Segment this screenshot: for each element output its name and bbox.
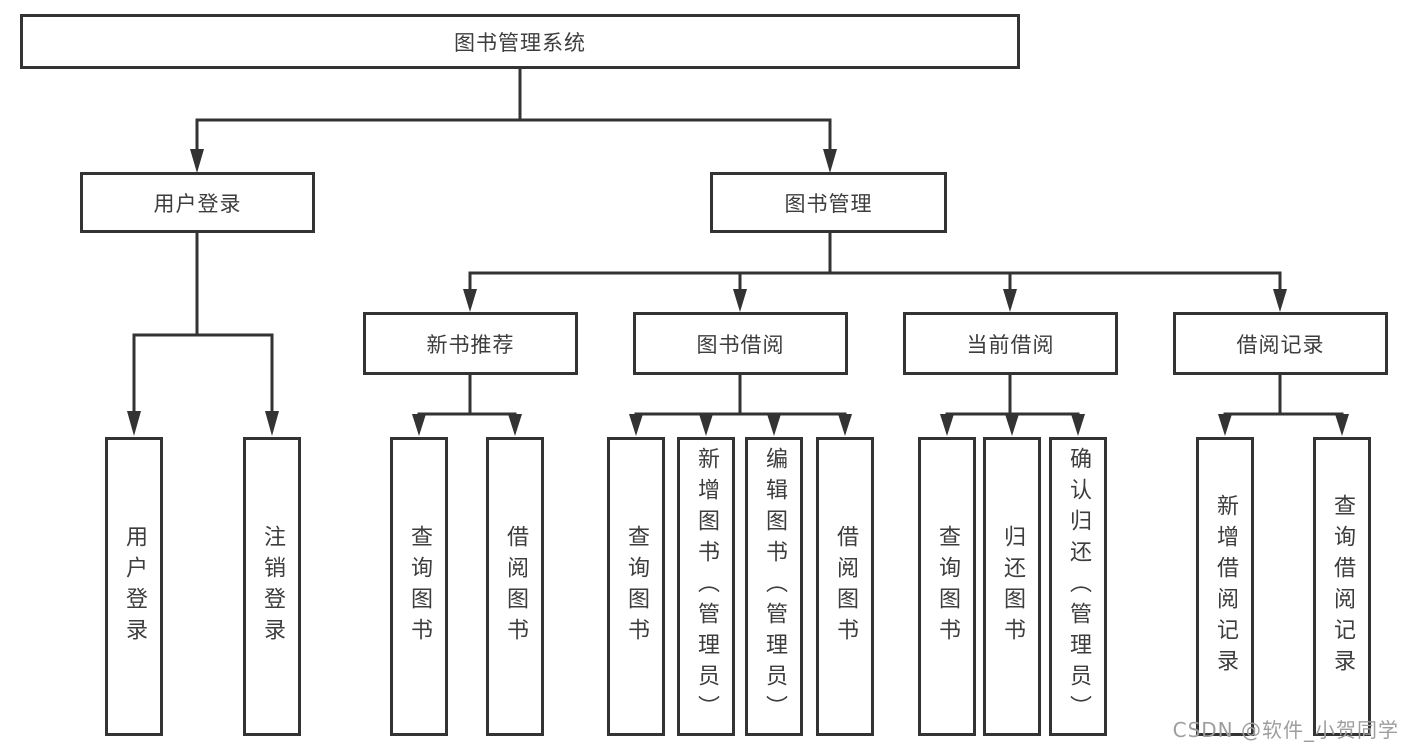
arrowhead-icon xyxy=(412,414,426,436)
arrowhead-icon xyxy=(699,414,713,436)
node-user-login: 用户登录 xyxy=(80,172,315,233)
leaf-add-borrow-record: 新增借阅记录 xyxy=(1196,437,1254,736)
arrowhead-icon xyxy=(733,289,747,312)
arrowhead-icon xyxy=(265,411,279,436)
arrowhead-icon xyxy=(508,414,522,436)
node-label: 新书推荐 xyxy=(426,332,515,357)
node-book-management: 图书管理 xyxy=(710,172,947,233)
arrowhead-icon xyxy=(940,414,954,436)
leaf-borrow-books: 借阅图书 xyxy=(816,437,874,736)
node-label: 图书管理 xyxy=(784,191,873,216)
leaf-borrow-books-recommend: 借阅图书 xyxy=(486,437,544,736)
leaf-confirm-return-admin: 确认归还（管理员） xyxy=(1049,437,1107,736)
leaf-label: 查询借阅记录 xyxy=(1330,493,1355,680)
connector-user-login-split xyxy=(132,231,274,414)
arrowhead-icon xyxy=(1335,414,1349,436)
arrowhead-icon xyxy=(767,414,781,436)
leaf-label: 确认归还（管理员） xyxy=(1066,447,1091,726)
node-new-book-recommendation: 新书推荐 xyxy=(363,312,578,375)
leaf-label: 新增借阅记录 xyxy=(1213,493,1238,680)
arrowhead-icon xyxy=(127,411,141,436)
leaf-label: 用户登录 xyxy=(122,524,147,649)
leaf-label: 编辑图书（管理员） xyxy=(762,447,787,726)
leaf-edit-book-admin: 编辑图书（管理员） xyxy=(745,437,803,736)
leaf-add-book-admin: 新增图书（管理员） xyxy=(677,437,735,736)
leaf-query-books-current: 查询图书 xyxy=(918,437,976,736)
connector-book-mgmt-split xyxy=(468,231,1282,292)
leaf-label: 新增图书（管理员） xyxy=(694,447,719,726)
node-borrowing-records: 借阅记录 xyxy=(1173,312,1388,375)
leaf-return-books: 归还图书 xyxy=(983,437,1041,736)
arrowhead-icon xyxy=(1003,289,1017,312)
arrowhead-icon xyxy=(1005,414,1019,436)
leaf-label: 查询图书 xyxy=(407,524,432,649)
arrowhead-icon xyxy=(190,149,204,173)
leaf-label: 查询图书 xyxy=(935,524,960,649)
connector-l3-stems xyxy=(468,373,1282,416)
connector-paths xyxy=(132,68,1344,416)
node-label: 当前借阅 xyxy=(966,332,1055,357)
node-label: 图书借阅 xyxy=(696,332,785,357)
leaf-label: 查询图书 xyxy=(624,524,649,649)
leaf-label: 借阅图书 xyxy=(503,524,528,649)
arrowhead-icon xyxy=(629,414,643,436)
node-current-borrowing: 当前借阅 xyxy=(903,312,1118,375)
watermark-csdn: CSDN @软件_小贺同学 xyxy=(1172,718,1399,742)
leaf-label: 归还图书 xyxy=(1000,524,1025,649)
connector-arrowheads xyxy=(127,149,1349,436)
leaf-label: 注销登录 xyxy=(260,524,285,649)
connector-level2-bar xyxy=(195,118,832,154)
leaf-query-books-recommend: 查询图书 xyxy=(390,437,448,736)
leaf-query-borrow-record: 查询借阅记录 xyxy=(1313,437,1371,736)
leaf-query-books-borrow: 查询图书 xyxy=(607,437,665,736)
leaf-label: 借阅图书 xyxy=(833,524,858,649)
arrowhead-icon xyxy=(1218,414,1232,436)
leaf-logout: 注销登录 xyxy=(243,437,301,736)
arrowhead-icon xyxy=(1071,414,1085,436)
node-label: 图书管理系统 xyxy=(454,30,586,55)
leaf-user-login: 用户登录 xyxy=(105,437,163,736)
node-label: 借阅记录 xyxy=(1236,332,1325,357)
arrowhead-icon xyxy=(1273,289,1287,312)
arrowhead-icon xyxy=(823,149,837,173)
node-label: 用户登录 xyxy=(153,191,242,216)
arrowhead-icon xyxy=(463,289,477,312)
node-library-management-system: 图书管理系统 xyxy=(20,14,1020,69)
arrowhead-icon xyxy=(838,414,852,436)
node-book-borrowing: 图书借阅 xyxy=(633,312,848,375)
